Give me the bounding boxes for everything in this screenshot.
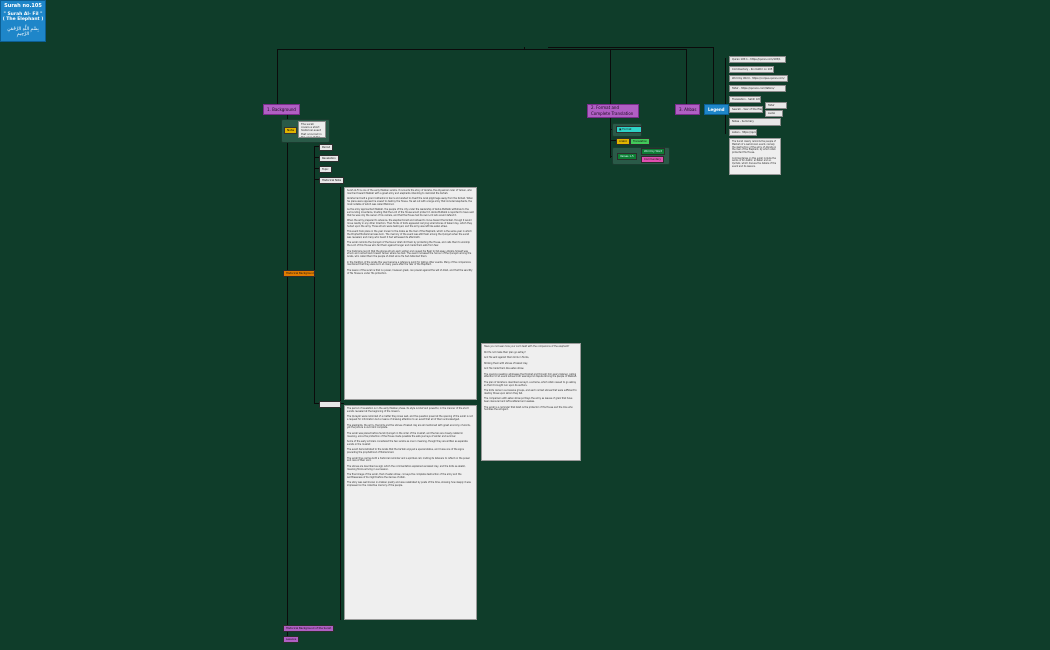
background-item-topic[interactable]: Topic xyxy=(319,166,332,173)
branch-label: 3. Ahbas xyxy=(679,107,697,112)
ref-item[interactable]: Seerah - Year of the Elephant xyxy=(729,106,763,113)
connector xyxy=(610,116,611,158)
ref-item[interactable]: Word by Word - https://corpus.quran.com/ xyxy=(729,75,788,82)
note-card: The surah covers a short historical even… xyxy=(298,121,326,138)
connector xyxy=(277,49,278,106)
ref-item[interactable]: Notes - Summary xyxy=(729,118,781,126)
connector xyxy=(287,112,288,642)
background-long-text-b: The period of revelation is in the early… xyxy=(344,405,477,620)
background-item-revelation[interactable]: Revelation xyxy=(319,155,339,162)
branch-label: Legend xyxy=(708,107,725,112)
root-title: Surah no.105 xyxy=(4,3,42,9)
connector xyxy=(610,140,616,141)
background-footer-item-lessons[interactable]: Lessons xyxy=(283,636,300,643)
connector xyxy=(314,157,319,158)
background-footer-item-history[interactable]: Historical Background of the Surah xyxy=(283,625,335,632)
background-item-historical-note[interactable]: Historical Note xyxy=(319,177,345,184)
format-arabic[interactable]: Arabic xyxy=(616,138,631,145)
format-word-by-word[interactable]: Word by Word xyxy=(641,148,666,155)
connector xyxy=(277,49,687,50)
ref-note: The Surah clearly reminds the people of … xyxy=(729,138,781,175)
connector xyxy=(314,403,319,404)
ref-side-item[interactable]: Tafsir xyxy=(765,102,787,109)
branch-background[interactable]: 1. Background xyxy=(263,104,300,115)
root-surah-name: " Surah Al- Fil " xyxy=(3,12,43,17)
ref-item[interactable]: Tafsir - https://quranx.com/tafsirs/ xyxy=(729,85,786,92)
connector xyxy=(339,403,344,404)
format-commentary[interactable]: Commentary xyxy=(641,156,664,163)
format-translation[interactable]: Translation xyxy=(630,138,651,145)
connector xyxy=(610,49,611,104)
root-node[interactable]: Surah no.105 " Surah Al- Fil " ( The Ele… xyxy=(0,0,46,42)
root-surah-meaning: ( The Elephant ) xyxy=(2,17,44,22)
connector xyxy=(713,47,714,103)
ref-side-item[interactable]: Audio xyxy=(765,110,783,117)
connector xyxy=(548,47,714,48)
format-head[interactable]: ▣ Format xyxy=(616,126,642,133)
branch-label: 1. Background xyxy=(267,107,296,112)
background-long-text-a: Surah Al-Fil is one of the early Makkan … xyxy=(344,187,477,400)
ref-item[interactable]: Quran 105:1 - https://quran.com/105/1 xyxy=(729,56,786,63)
connector xyxy=(314,168,319,169)
branch-ahbas[interactable]: 3. Ahbas xyxy=(675,104,701,115)
root-bismillah: بِسْمِ اللَّهِ الرَّحْمَٰنِ الرَّحِيمِ xyxy=(7,27,39,37)
note-tag[interactable]: Note xyxy=(284,127,298,134)
format-head-label: Format xyxy=(622,128,632,131)
ref-item[interactable]: Translation - Sahih Intl xyxy=(729,96,761,103)
connector xyxy=(524,47,525,50)
branch-format[interactable]: 2. Format and Complete Translation xyxy=(587,104,639,118)
branch-legend[interactable]: Legend xyxy=(704,104,729,115)
connector xyxy=(314,146,319,147)
background-item-details[interactable] xyxy=(319,401,341,408)
background-orange-tag[interactable]: Historical Background of the Surah xyxy=(283,270,315,277)
ref-item[interactable]: Listen - https://quran.com/105 xyxy=(729,129,757,136)
connector xyxy=(314,179,319,180)
connector xyxy=(725,58,726,134)
background-item-period[interactable]: Period xyxy=(319,144,334,151)
format-verses[interactable]: Verses 1-5 xyxy=(617,153,637,160)
format-long-text: Have you not seen how your Lord dealt wi… xyxy=(481,343,581,461)
branch-label: 2. Format and Complete Translation xyxy=(591,105,634,116)
ref-item[interactable]: Commentary - Ibn Kathir on 105 xyxy=(729,66,774,73)
connector xyxy=(686,49,687,104)
